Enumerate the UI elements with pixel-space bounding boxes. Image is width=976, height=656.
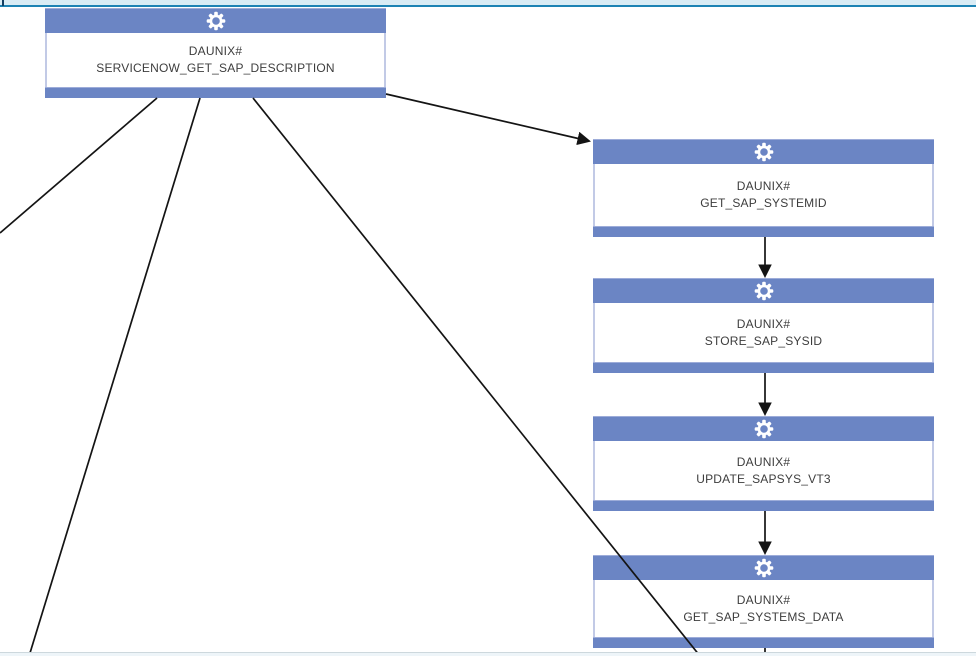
gear-icon xyxy=(754,142,774,162)
node-folder-label: DAUNIX# xyxy=(736,316,791,331)
node-body: DAUNIX# UPDATE_SAPSYS_VT3 xyxy=(593,441,934,500)
node-job-name: UPDATE_SAPSYS_VT3 xyxy=(696,471,831,486)
node-job-name: GET_SAP_SYSTEMID xyxy=(700,196,827,210)
bottom-border-strip xyxy=(0,652,976,656)
node-header xyxy=(593,278,934,303)
node-header xyxy=(593,416,934,441)
top-left-tick xyxy=(2,0,4,6)
gear-icon xyxy=(754,419,774,439)
node-job-name: SERVICENOW_GET_SAP_DESCRIPTION xyxy=(96,61,335,75)
gear-icon xyxy=(754,558,774,578)
node-folder-label: DAUNIX# xyxy=(736,179,791,193)
node-header xyxy=(593,555,934,580)
job-node-servicenow-get-sap-description[interactable]: DAUNIX# SERVICENOW_GET_SAP_DESCRIPTION xyxy=(45,8,386,98)
top-border-strip xyxy=(0,0,976,7)
node-folder-label: DAUNIX# xyxy=(188,44,243,58)
edge-to-offscreen-bottom-left xyxy=(29,97,201,654)
node-footer xyxy=(45,87,386,98)
node-footer xyxy=(593,500,934,511)
node-body: DAUNIX# GET_SAP_SYSTEMS_DATA xyxy=(593,580,934,637)
node-header xyxy=(593,139,934,164)
job-node-store-sap-sysid[interactable]: DAUNIX# STORE_SAP_SYSID xyxy=(593,278,934,373)
job-node-get-sap-systems-data[interactable]: DAUNIX# GET_SAP_SYSTEMS_DATA xyxy=(593,555,934,648)
node-body: DAUNIX# GET_SAP_SYSTEMID xyxy=(593,164,934,226)
node-footer xyxy=(593,226,934,237)
node-footer xyxy=(593,362,934,373)
edge-to-offscreen-left xyxy=(0,97,158,234)
node-body: DAUNIX# SERVICENOW_GET_SAP_DESCRIPTION xyxy=(45,33,386,87)
job-node-update-sapsys-vt3[interactable]: DAUNIX# UPDATE_SAPSYS_VT3 xyxy=(593,416,934,511)
job-node-get-sap-systemid[interactable]: DAUNIX# GET_SAP_SYSTEMID xyxy=(593,139,934,237)
node-footer xyxy=(593,637,934,648)
node-folder-label: DAUNIX# xyxy=(736,454,791,469)
node-body: DAUNIX# STORE_SAP_SYSID xyxy=(593,303,934,362)
node-header xyxy=(45,8,386,33)
gear-icon xyxy=(206,11,226,31)
gear-icon xyxy=(754,281,774,301)
edge-servicenow-to-get-sap-systemid xyxy=(385,93,591,146)
node-job-name: STORE_SAP_SYSID xyxy=(704,333,823,348)
node-folder-label: DAUNIX# xyxy=(736,592,791,607)
node-job-name: GET_SAP_SYSTEMS_DATA xyxy=(683,609,844,624)
